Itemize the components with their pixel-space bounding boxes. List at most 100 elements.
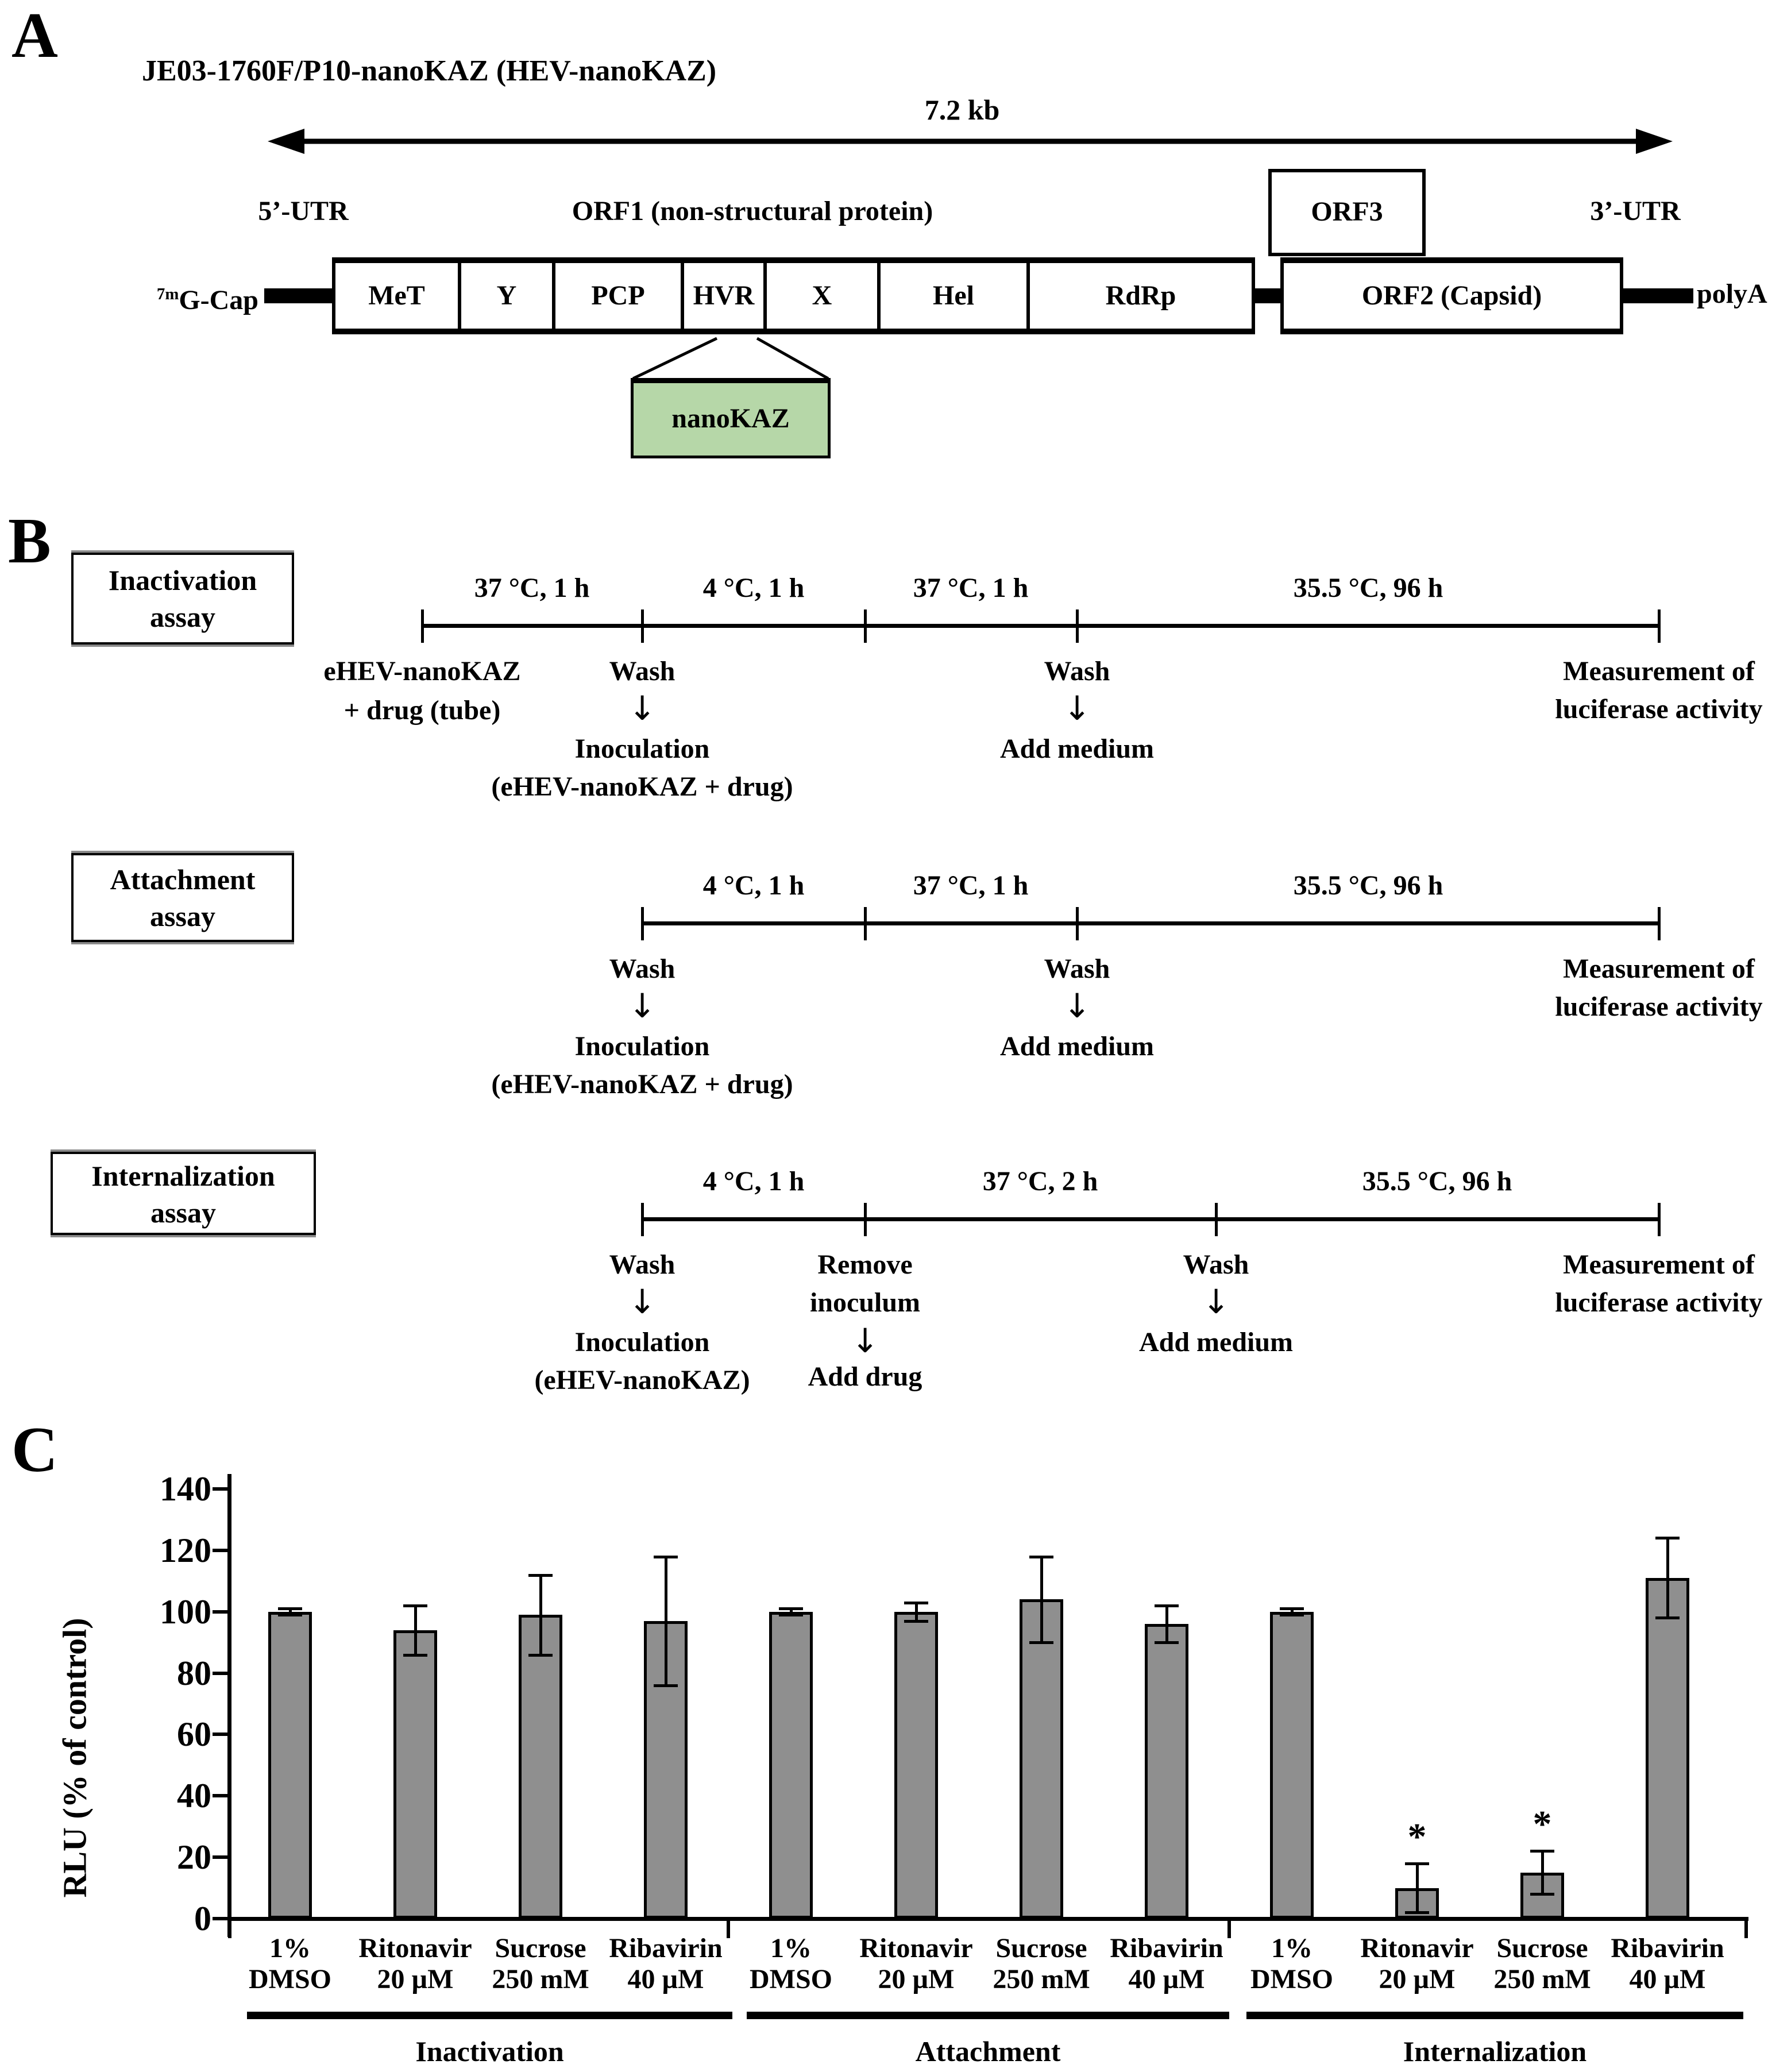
event-label: luciferase activity bbox=[1555, 991, 1763, 1022]
error-bar-cap bbox=[528, 1653, 553, 1657]
segment-label: 37 °C, 1 h bbox=[913, 573, 1029, 603]
down-arrow-icon: ↓ bbox=[1063, 986, 1091, 1025]
panel-c-letter: C bbox=[11, 1414, 58, 1485]
y-axis-tick-label: 80 bbox=[177, 1654, 211, 1692]
event-label: Wash bbox=[1183, 1249, 1249, 1280]
error-bar-cap bbox=[528, 1573, 553, 1577]
down-arrow-icon: ↓ bbox=[628, 689, 657, 728]
timeline-inactivation bbox=[422, 624, 1659, 628]
timeline-tick bbox=[864, 609, 867, 643]
error-bar-cap bbox=[654, 1684, 678, 1687]
x-axis-tick bbox=[1227, 1919, 1231, 1938]
error-bar-cap bbox=[904, 1601, 928, 1604]
error-bar-line bbox=[790, 1608, 793, 1615]
error-bar-cap bbox=[1280, 1614, 1304, 1617]
event-label: (eHEV-nanoKAZ + drug) bbox=[491, 1069, 793, 1099]
orf1-label: ORF1 (non-structural protein) bbox=[572, 196, 933, 226]
event-label: Wash bbox=[609, 954, 675, 984]
error-bar-cap bbox=[779, 1607, 803, 1611]
x-axis-tick bbox=[228, 1919, 231, 1938]
bar-label-line1: Ritonavir bbox=[859, 1933, 973, 1963]
error-bar-line bbox=[1040, 1556, 1043, 1643]
bar bbox=[1020, 1599, 1063, 1919]
orf3-box: ORF3 bbox=[1268, 169, 1426, 256]
bar-label-line2: DMSO bbox=[750, 1964, 832, 1994]
error-bar-line bbox=[289, 1608, 292, 1615]
y-axis-tick-label: 0 bbox=[194, 1900, 211, 1938]
bar-label-line1: Ribavirin bbox=[609, 1933, 723, 1963]
timeline-tick bbox=[421, 609, 424, 643]
bar-label-line1: 1% bbox=[1271, 1933, 1313, 1963]
orf3-label: ORF3 bbox=[1311, 196, 1383, 227]
nanokaz-box: nanoKAZ bbox=[631, 378, 831, 458]
bar-label-line2: 40 µM bbox=[1128, 1964, 1205, 1994]
domain-hel: Hel bbox=[933, 280, 974, 311]
assay-name-line1: Attachment bbox=[110, 863, 256, 896]
bar bbox=[1270, 1611, 1314, 1919]
segment-label: 4 °C, 1 h bbox=[702, 870, 805, 901]
assay-box-internalization: Internalization assay bbox=[51, 1152, 316, 1235]
error-bar-line bbox=[665, 1556, 667, 1685]
error-bar-cap bbox=[1405, 1862, 1429, 1865]
timeline-tick bbox=[1215, 1203, 1218, 1236]
genome-scale-label: 7.2 kb bbox=[924, 94, 1000, 126]
segment-label: 37 °C, 1 h bbox=[474, 573, 590, 603]
bar-label-line2: 250 mM bbox=[1493, 1964, 1591, 1994]
assay-name-line2: assay bbox=[150, 1197, 216, 1229]
segment-label: 4 °C, 1 h bbox=[702, 1166, 805, 1197]
event-label: Wash bbox=[1044, 656, 1110, 686]
bar-label-line1: Ritonavir bbox=[1360, 1933, 1474, 1963]
domain-divider bbox=[458, 263, 461, 329]
bar-label-line2: DMSO bbox=[249, 1964, 331, 1994]
event-label: Add medium bbox=[999, 1031, 1155, 1062]
bar-label-line1: 1% bbox=[269, 1933, 311, 1963]
bar-label-line2: 20 µM bbox=[377, 1964, 454, 1994]
event-label: Wash bbox=[609, 1249, 675, 1280]
cap-main-label: G-Cap bbox=[179, 285, 258, 315]
y-axis-tick bbox=[213, 1610, 229, 1614]
error-bar-line bbox=[1666, 1538, 1669, 1618]
assay-name-line2: assay bbox=[150, 900, 215, 932]
event-label: Add medium bbox=[1138, 1327, 1294, 1357]
significance-asterisk: * bbox=[1407, 1815, 1427, 1858]
assay-box-inactivation: Inactivation assay bbox=[71, 553, 294, 645]
utr3-label: 3’-UTR bbox=[1590, 196, 1681, 226]
domain-x: X bbox=[812, 280, 832, 311]
utr5-label: 5’-UTR bbox=[258, 196, 349, 226]
event-label: (eHEV-nanoKAZ) bbox=[534, 1365, 750, 1395]
bar bbox=[519, 1615, 562, 1919]
down-arrow-icon: ↓ bbox=[628, 986, 657, 1025]
cap-connector-line bbox=[264, 288, 332, 303]
event-label: Inoculation bbox=[574, 734, 710, 764]
bar-label-line2: 250 mM bbox=[993, 1964, 1090, 1994]
bar-label-line1: 1% bbox=[770, 1933, 812, 1963]
orf2-label: ORF2 (Capsid) bbox=[1361, 280, 1542, 311]
group-label: Internalization bbox=[1403, 2035, 1587, 2067]
error-bar-cap bbox=[1155, 1641, 1179, 1645]
panel-a-letter: A bbox=[11, 0, 58, 71]
bar-label-line1: Ritonavir bbox=[358, 1933, 472, 1963]
y-axis-title: RLU (% of control) bbox=[56, 1618, 94, 1898]
timeline-tick bbox=[1076, 907, 1079, 940]
domain-hvr: HVR bbox=[693, 280, 755, 311]
error-bar-cap bbox=[1530, 1850, 1554, 1853]
y-axis-tick-label: 20 bbox=[177, 1838, 211, 1877]
group-underline bbox=[747, 2012, 1229, 2019]
error-bar-cap bbox=[779, 1614, 803, 1617]
y-axis-tick bbox=[213, 1733, 229, 1737]
error-bar-cap bbox=[1029, 1641, 1053, 1645]
timeline-tick bbox=[641, 907, 644, 940]
timeline-internalization bbox=[642, 1217, 1659, 1221]
bar-label-line2: 250 mM bbox=[492, 1964, 589, 1994]
y-axis-tick-label: 40 bbox=[177, 1777, 211, 1815]
error-bar-cap bbox=[1155, 1604, 1179, 1608]
domain-rdrp: RdRp bbox=[1105, 280, 1176, 311]
domain-pcp: PCP bbox=[591, 280, 645, 311]
bar bbox=[769, 1611, 813, 1919]
event-label: Inoculation bbox=[574, 1327, 710, 1357]
group-underline bbox=[1246, 2012, 1743, 2019]
panel-b-letter: B bbox=[8, 506, 51, 577]
bar-label-line1: Sucrose bbox=[495, 1933, 586, 1963]
y-axis-tick bbox=[213, 1548, 229, 1552]
